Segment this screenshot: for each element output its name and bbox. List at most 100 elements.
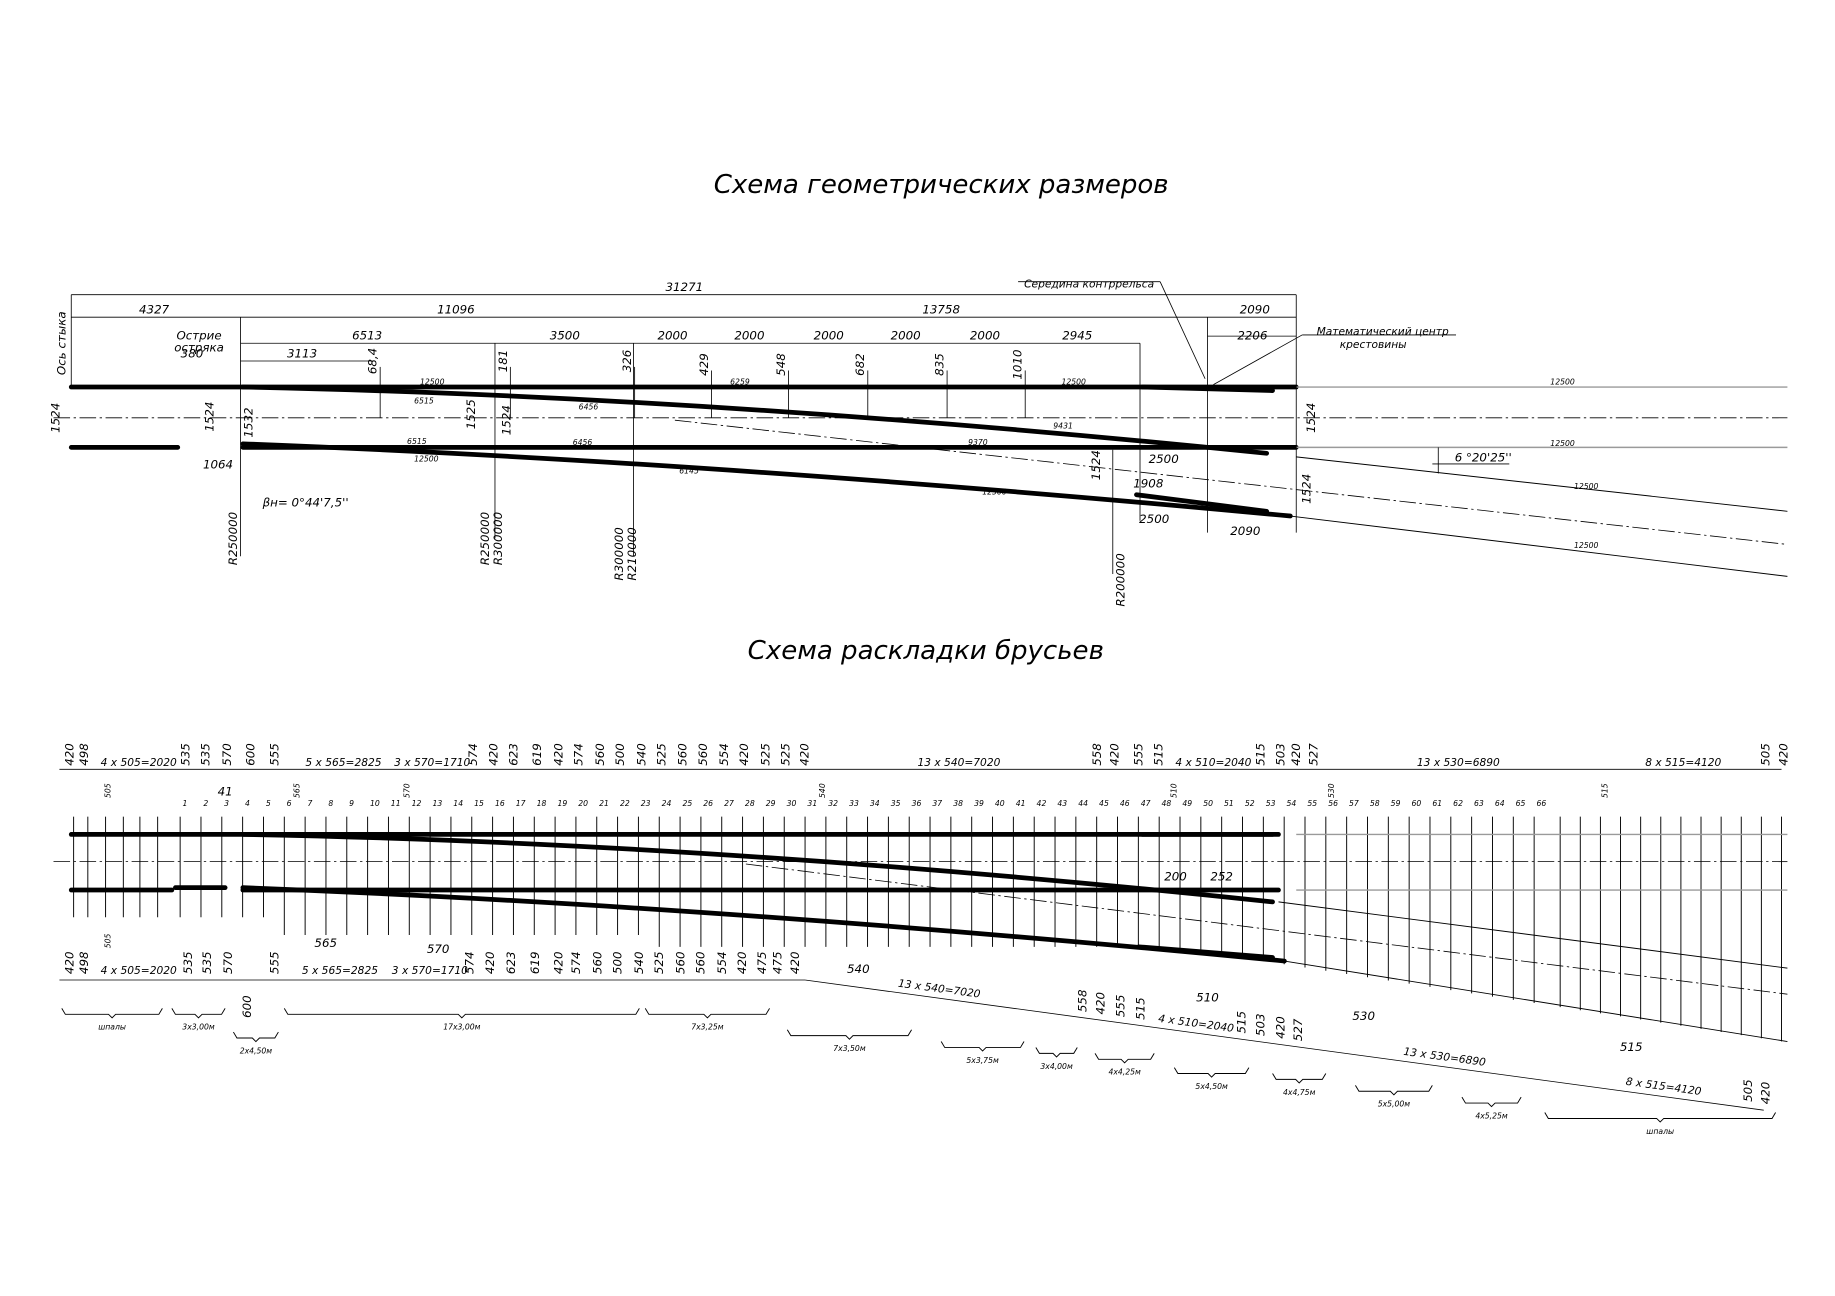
sleeper-diverging-centerline	[745, 863, 1788, 995]
group-brace	[1272, 1073, 1327, 1084]
dimension-label: 2945	[1062, 329, 1092, 343]
group-brace	[1094, 1053, 1155, 1064]
rail-length-label: 6456	[579, 403, 599, 412]
group-brace	[644, 1008, 770, 1019]
sleeper-group-label: шпалы	[98, 1023, 126, 1032]
top-dimension-label: 535	[179, 743, 193, 766]
bottom-dimension-label: 535	[181, 951, 195, 974]
top-dimension-label: 555	[267, 743, 281, 766]
offset-label: 326	[620, 350, 634, 373]
rail-length-label: 9431	[1053, 421, 1073, 430]
dimension-label: 31271	[666, 280, 704, 294]
dimension-label: 2000	[814, 329, 844, 343]
sleeper-number: 18	[537, 799, 547, 808]
offset-label: 682	[853, 353, 867, 376]
geometry-rails	[53, 281, 1788, 577]
offset-label: 181	[496, 350, 510, 373]
offset-label: 835	[933, 353, 947, 376]
bottom-dimension-label: 500	[611, 951, 625, 974]
small-dimension-label: 540	[847, 962, 870, 976]
top-dimension-label: 560	[696, 743, 710, 766]
small-dimension-label: 41	[218, 784, 233, 798]
bottom-dimension-label: 498	[77, 951, 91, 974]
bottom-dimension-label: 13 x 540=7020	[897, 977, 981, 1001]
sleeper-number: 65	[1516, 799, 1526, 808]
dimension-label: 2000	[734, 329, 764, 343]
guard-rail-middle-label: Середина контррельса	[1024, 278, 1154, 291]
top-dimension-label: 623	[506, 743, 520, 766]
sleeper-number: 59	[1391, 799, 1401, 808]
bottom-dimension-label: 574	[463, 951, 477, 974]
bottom-dimension-label: 619	[528, 951, 542, 974]
rail-length-label: 12500	[1574, 541, 1599, 550]
top-dimension-label: 555	[1131, 743, 1145, 766]
sleeper-number: 53	[1266, 799, 1276, 808]
dimension-label: 2000	[657, 329, 687, 343]
rail-length-label: 9370	[968, 438, 988, 447]
radius-label: R250000	[226, 512, 240, 565]
group-brace	[940, 1041, 1025, 1052]
dimension-label: 3500	[550, 329, 580, 343]
sleeper-number: 11	[391, 799, 401, 808]
sleeper-number: 17	[516, 799, 526, 808]
dimension-label: 3113	[287, 346, 317, 360]
small-dimension-label: 565	[314, 936, 337, 950]
small-dimension-label: 505	[103, 783, 112, 798]
sleeper-number: 51	[1224, 799, 1234, 808]
top-dimension-label: 574	[572, 743, 586, 766]
bottom-dimension-label: 420	[483, 951, 497, 974]
sleeper-number: 60	[1412, 799, 1422, 808]
rail-length-label: 12500	[982, 488, 1007, 497]
top-dimension-label: 619	[530, 743, 544, 766]
top-dimension-label: 420	[486, 743, 500, 766]
group-brace	[61, 1008, 163, 1019]
sleeper-number: 14	[453, 799, 463, 808]
top-dimension-label: 420	[63, 743, 77, 766]
crossing-angle-label: 6 °20'25''	[1455, 451, 1512, 465]
top-dimension-label: 420	[1776, 743, 1790, 766]
small-dimension-label: 565	[293, 783, 302, 798]
top-dimension-label: 420	[737, 743, 751, 766]
sleeper-scheme-title: Схема раскладки брусьев	[748, 636, 1104, 666]
bottom-dimension-label: 420	[1094, 992, 1108, 1015]
sleeper-number: 66	[1537, 799, 1547, 808]
bottom-dimension-label: 505	[1741, 1079, 1755, 1102]
sleeper-group-label: 2x4,50м	[240, 1046, 273, 1055]
rail-length-label: 12500	[1574, 482, 1599, 491]
sleeper-number: 4	[245, 799, 250, 808]
bottom-dimension-label: 525	[652, 951, 666, 974]
bottom-dimension-label: 574	[569, 951, 583, 974]
sleeper-number: 31	[807, 799, 817, 808]
rail-length-label: 6456	[573, 438, 593, 447]
sleeper-number: 30	[787, 799, 797, 808]
group-brace	[1035, 1047, 1078, 1058]
gauge-label: 1524	[1304, 403, 1318, 433]
rail-length-label: 6515	[407, 437, 427, 446]
dimension-label: 13758	[922, 303, 960, 317]
group-brace	[171, 1008, 226, 1019]
sleeper-number: 40	[995, 799, 1005, 808]
diverging-centerline	[674, 419, 1788, 545]
sleeper-number: 54	[1287, 799, 1297, 808]
sleeper-group-label: 5x5,00м	[1378, 1100, 1411, 1109]
bottom-dimension-label: 560	[693, 951, 707, 974]
crossing-dim-label: 2500	[1149, 452, 1179, 466]
bottom-dimension-label: 558	[1076, 989, 1090, 1012]
switch-point-label: Острие	[176, 329, 221, 343]
bottom-dimension-label: 420	[63, 951, 77, 974]
sleeper-number: 8	[328, 799, 333, 808]
sleeper-number: 2	[203, 799, 208, 808]
sleeper-number: 7	[307, 799, 312, 808]
small-dimension-label: 570	[403, 783, 412, 798]
sleeper-number: 37	[932, 799, 942, 808]
offset-label: 68,4	[366, 348, 380, 374]
top-dimension-label: 503	[1273, 743, 1287, 766]
joint-axis-label: Ось стыка	[54, 311, 68, 375]
crossing-dim-label: 2090	[1230, 524, 1260, 538]
sleeper-number: 55	[1307, 799, 1317, 808]
group-brace	[1544, 1112, 1776, 1123]
sleeper-curved-outer-rail	[240, 885, 1287, 964]
sleeper-group-label: 4x5,25м	[1475, 1111, 1508, 1120]
bottom-dimension-label: 515	[1134, 997, 1148, 1020]
top-dimension-label: 574	[466, 743, 480, 766]
